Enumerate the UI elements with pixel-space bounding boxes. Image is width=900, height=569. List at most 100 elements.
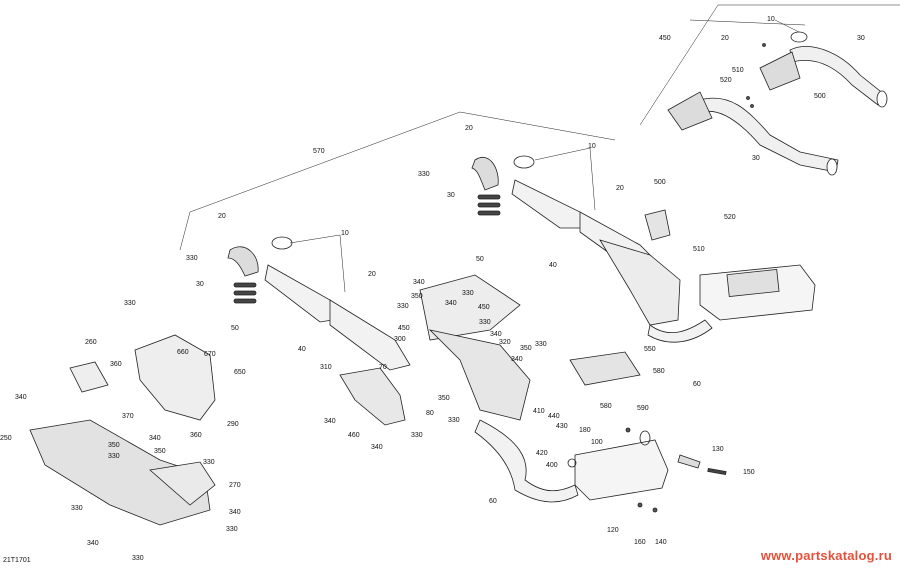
callout-350: 350 xyxy=(438,395,450,402)
callout-20: 20 xyxy=(616,185,624,192)
callout-320: 320 xyxy=(499,339,511,346)
callout-340: 340 xyxy=(511,356,523,363)
callout-330: 330 xyxy=(124,300,136,307)
callout-440: 440 xyxy=(548,413,560,420)
callout-120: 120 xyxy=(607,527,619,534)
callout-30: 30 xyxy=(447,192,455,199)
callout-50: 50 xyxy=(231,325,239,332)
callout-550: 550 xyxy=(644,346,656,353)
callout-340: 340 xyxy=(15,394,27,401)
callout-20: 20 xyxy=(721,35,729,42)
drawing-reference-number: 21T1701 xyxy=(3,557,31,564)
callout-520: 520 xyxy=(720,77,732,84)
callout-310: 310 xyxy=(320,364,332,371)
callout-590: 590 xyxy=(637,405,649,412)
callout-450: 450 xyxy=(478,304,490,311)
callout-330: 330 xyxy=(397,303,409,310)
group-bracket-lines xyxy=(179,4,900,251)
callout-350: 350 xyxy=(411,293,423,300)
callout-100: 100 xyxy=(591,439,603,446)
callout-40: 40 xyxy=(549,262,557,269)
callout-340: 340 xyxy=(371,444,383,451)
callout-430: 430 xyxy=(556,423,568,430)
callout-150: 150 xyxy=(743,469,755,476)
callout-500: 500 xyxy=(654,179,666,186)
callout-130: 130 xyxy=(712,446,724,453)
callout-260: 260 xyxy=(85,339,97,346)
callout-20: 20 xyxy=(218,213,226,220)
callout-580: 580 xyxy=(600,403,612,410)
callout-340: 340 xyxy=(324,418,336,425)
callout-10: 10 xyxy=(588,143,596,150)
callout-80: 80 xyxy=(426,410,434,417)
callout-370: 370 xyxy=(122,413,134,420)
callout-250: 250 xyxy=(0,435,12,442)
center-exhaust-assembly xyxy=(471,155,816,343)
callout-330: 330 xyxy=(132,555,144,562)
callout-510: 510 xyxy=(693,246,705,253)
heat-shields xyxy=(29,274,641,526)
callout-300: 300 xyxy=(394,336,406,343)
callout-350: 350 xyxy=(108,442,120,449)
callout-660: 660 xyxy=(177,349,189,356)
callout-500: 500 xyxy=(814,93,826,100)
callout-670: 670 xyxy=(204,351,216,358)
callout-50: 50 xyxy=(476,256,484,263)
callout-30: 30 xyxy=(752,155,760,162)
callout-330: 330 xyxy=(226,526,238,533)
callout-20: 20 xyxy=(465,125,473,132)
callout-160: 160 xyxy=(634,539,646,546)
callout-460: 460 xyxy=(348,432,360,439)
callout-270: 270 xyxy=(229,482,241,489)
callout-labels: 10 20 450 30 510 520 500 30 570 20 330 3… xyxy=(0,16,865,562)
callout-340: 340 xyxy=(229,509,241,516)
callout-330: 330 xyxy=(418,171,430,178)
callout-570: 570 xyxy=(313,148,325,155)
tailpipe-subassembly-450 xyxy=(667,31,888,176)
callout-330: 330 xyxy=(448,417,460,424)
callout-70: 70 xyxy=(379,364,387,371)
callout-330: 330 xyxy=(203,459,215,466)
callout-330: 330 xyxy=(535,341,547,348)
callout-290: 290 xyxy=(227,421,239,428)
callout-10: 10 xyxy=(767,16,775,23)
callout-330: 330 xyxy=(186,255,198,262)
callout-360: 360 xyxy=(190,432,202,439)
left-exhaust-assembly xyxy=(227,236,411,371)
callout-60: 60 xyxy=(489,498,497,505)
callout-510: 510 xyxy=(732,67,744,74)
callout-420: 420 xyxy=(536,450,548,457)
callout-330: 330 xyxy=(479,319,491,326)
callout-30: 30 xyxy=(857,35,865,42)
callout-450: 450 xyxy=(659,35,671,42)
callout-330: 330 xyxy=(411,432,423,439)
callout-340: 340 xyxy=(445,300,457,307)
watermark-link[interactable]: www.partskatalog.ru xyxy=(760,548,892,563)
callout-40: 40 xyxy=(298,346,306,353)
callout-330: 330 xyxy=(462,290,474,297)
callout-140: 140 xyxy=(655,539,667,546)
callout-400: 400 xyxy=(546,462,558,469)
callout-650: 650 xyxy=(234,369,246,376)
lower-muffler-assembly xyxy=(474,419,727,513)
callout-330: 330 xyxy=(108,453,120,460)
callout-360: 360 xyxy=(110,361,122,368)
callout-340: 340 xyxy=(149,435,161,442)
callout-410: 410 xyxy=(533,408,545,415)
callout-10: 10 xyxy=(341,230,349,237)
callout-60: 60 xyxy=(693,381,701,388)
leader-lines xyxy=(289,19,806,293)
callout-330: 330 xyxy=(71,505,83,512)
callout-180: 180 xyxy=(579,427,591,434)
callout-340: 340 xyxy=(490,331,502,338)
callout-30: 30 xyxy=(196,281,204,288)
callout-520: 520 xyxy=(724,214,736,221)
callout-580: 580 xyxy=(653,368,665,375)
callout-350: 350 xyxy=(520,345,532,352)
callout-340: 340 xyxy=(413,279,425,286)
callout-340: 340 xyxy=(87,540,99,547)
callout-350: 350 xyxy=(154,448,166,455)
callout-20: 20 xyxy=(368,271,376,278)
callout-450: 450 xyxy=(398,325,410,332)
